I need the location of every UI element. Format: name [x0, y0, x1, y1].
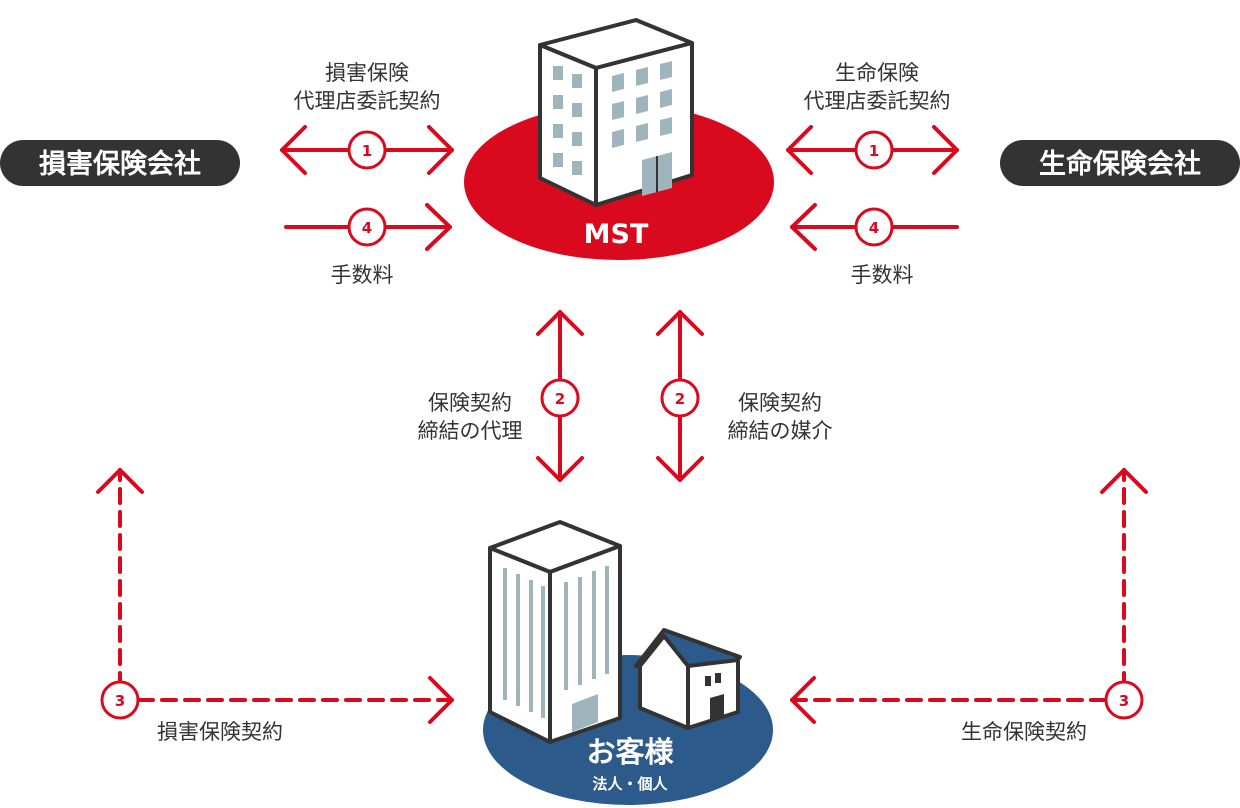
svg-text:1: 1	[362, 142, 372, 160]
label-left-commission: 手数料	[331, 263, 394, 287]
svg-text:4: 4	[362, 219, 372, 237]
mst-label: MST	[584, 219, 649, 250]
svg-text:3: 3	[115, 692, 125, 710]
customer-hub: お客様 法人・個人	[483, 520, 773, 805]
company-left-pill	[0, 140, 240, 186]
badge-right-1: 1	[854, 130, 894, 170]
arrow-bottom-right-life-contract	[790, 468, 1148, 724]
label-center-right-line1: 保険契約	[738, 391, 822, 415]
badge-bottom-left-3: 3	[100, 680, 140, 720]
label-right-agency-line2: 代理店委託契約	[804, 89, 951, 113]
svg-text:2: 2	[675, 390, 685, 408]
label-left-agency-line1: 損害保険	[325, 61, 409, 85]
label-center-left-line2: 締結の代理	[418, 419, 523, 443]
badge-center-left-2: 2	[540, 378, 580, 418]
company-right: 生命保険会社	[1000, 140, 1240, 186]
label-right-commission: 手数料	[851, 263, 914, 287]
company-left: 損害保険会社	[0, 140, 240, 186]
badge-center-right-2: 2	[660, 378, 700, 418]
tower-building-icon	[488, 520, 622, 744]
svg-text:4: 4	[869, 219, 879, 237]
badge-bottom-right-3: 3	[1104, 680, 1144, 720]
label-right-agency-line1: 生命保険	[835, 61, 919, 85]
customer-label: お客様	[586, 735, 674, 769]
office-building-icon	[538, 18, 694, 207]
house-icon	[634, 628, 742, 730]
customer-sublabel: 法人・個人	[592, 775, 668, 793]
label-center-right-line2: 締結の媒介	[728, 419, 833, 443]
company-left-label: 損害保険会社	[39, 148, 201, 180]
svg-text:1: 1	[869, 142, 879, 160]
mst-hub: MST	[464, 18, 774, 260]
arrow-bottom-left-nonlife-contract	[96, 468, 454, 724]
label-center-left-line1: 保険契約	[428, 391, 512, 415]
svg-text:2: 2	[555, 390, 565, 408]
company-right-pill	[1000, 140, 1240, 186]
label-left-agency-line2: 代理店委託契約	[294, 89, 441, 113]
svg-text:3: 3	[1119, 692, 1129, 710]
label-bottom-right-contract: 生命保険契約	[961, 720, 1087, 744]
label-bottom-left-contract: 損害保険契約	[157, 720, 283, 744]
badge-right-4: 4	[854, 207, 894, 247]
company-right-label: 生命保険会社	[1039, 148, 1201, 180]
badge-left-1: 1	[347, 130, 387, 170]
badge-left-4: 4	[347, 207, 387, 247]
